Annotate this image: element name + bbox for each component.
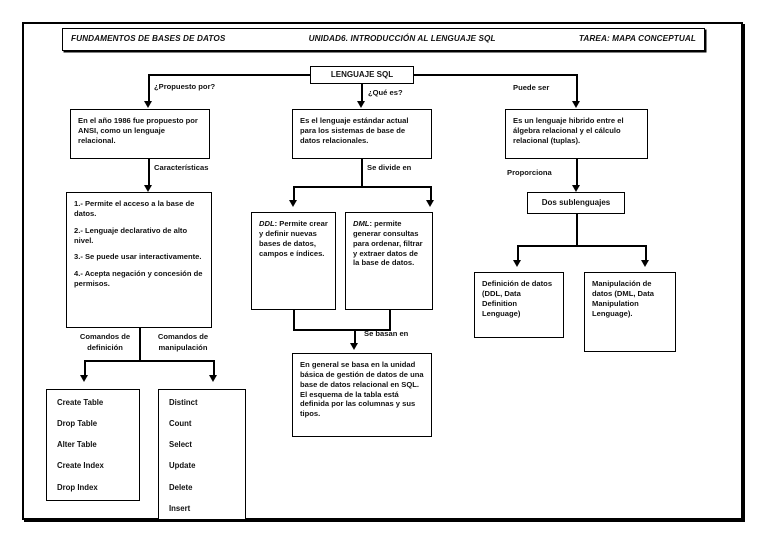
arrow-to-comandos-definicion [80, 375, 88, 382]
node-se-basan[interactable]: En general se basa en la unidad básica d… [292, 353, 432, 437]
command-item: Alter Table [57, 440, 97, 450]
node-definicion-datos[interactable]: Definición de datos (DDL, Data Definitio… [474, 272, 564, 338]
node-ddl-term: DDL [259, 219, 275, 228]
node-dml[interactable]: DML: permite generar consultas para orde… [345, 212, 433, 310]
connector-dml-drop [430, 186, 432, 202]
connector-anio-to-caracteristicas [148, 159, 150, 188]
node-lenguaje-estandar[interactable]: Es el lenguaje estándar actual para los … [292, 109, 432, 159]
node-anio-1986-text: En el año 1986 fue propuesto por ANSI, c… [78, 116, 198, 145]
label-se-divide-en: Se divide en [367, 163, 412, 172]
label-caracteristicas: Características [154, 163, 209, 172]
arrow-to-definicion-datos [513, 260, 521, 267]
command-item: Count [169, 419, 192, 429]
connector-root-bus-left [148, 74, 310, 76]
caracteristica-item: 3.- Se puede usar interactivamente. [74, 252, 202, 262]
header-banner: FUNDAMENTOS DE BASES DE DATOS UNIDAD6. I… [62, 28, 705, 51]
command-item: Create Table [57, 398, 104, 407]
command-item: Create Index [57, 461, 104, 471]
connector-ddl-down [293, 310, 295, 330]
node-lenguaje-estandar-text: Es el lenguaje estándar actual para los … [300, 116, 409, 145]
header-center: UNIDAD6. INTRODUCCIÓN AL LENGUAJE SQL [308, 34, 496, 44]
node-dml-term: DML [353, 219, 370, 228]
header-right: TAREA: MAPA CONCEPTUAL [578, 34, 696, 44]
arrow-to-lenguaje-estandar [357, 101, 365, 108]
command-item: Insert [169, 503, 191, 513]
caracteristica-item: 4.- Acepta negación y concesión de permi… [74, 269, 203, 289]
connector-root-center-drop [361, 84, 363, 104]
command-item: Drop Index [57, 482, 98, 492]
connector-caracteristicas-stem [139, 328, 141, 361]
arrow-to-manipulacion-datos [641, 260, 649, 267]
connector-manipulacion-datos-drop [645, 245, 647, 262]
connector-ddl-drop [293, 186, 295, 202]
connector-estandar-stem [361, 159, 363, 188]
arrow-to-comandos-manipulacion [209, 375, 217, 382]
node-definicion-datos-text: Definición de datos (DDL, Data Definitio… [482, 279, 553, 318]
node-anio-1986[interactable]: En el año 1986 fue propuesto por ANSI, c… [70, 109, 210, 159]
connector-definicion-datos-drop [517, 245, 519, 262]
label-que-es: ¿Qué es? [368, 88, 403, 97]
command-item: Select [169, 440, 192, 450]
label-propuesto-por: ¿Propuesto por? [154, 82, 216, 91]
node-dos-sublenguajes[interactable]: Dos sublenguajes [527, 192, 625, 214]
node-comandos-manipulacion-list[interactable]: Distinct Count Select Update Delete Inse… [158, 389, 246, 520]
node-manipulacion-datos[interactable]: Manipulación de datos (DML, Data Manipul… [584, 272, 676, 352]
connector-dml-down [389, 310, 391, 330]
caracteristica-item: 2.- Lenguaje declarativo de alto nivel. [74, 225, 188, 245]
connector-root-bus-right [414, 74, 576, 76]
command-item: Drop Table [57, 419, 98, 429]
arrow-to-ddl [289, 200, 297, 207]
node-caracteristicas[interactable]: 1.- Permite el acceso a la base de datos… [66, 192, 212, 328]
arrow-to-dos-sublenguajes [572, 185, 580, 192]
node-ddl-text: : Permite crear y definir nuevas bases d… [259, 219, 328, 258]
connector-definicion-drop [84, 360, 86, 377]
arrow-to-hibrido [572, 101, 580, 108]
label-comandos-manipulacion: Comandos de manipulación [146, 331, 220, 353]
connector-sublenguajes-stem [576, 214, 578, 246]
label-comandos-definicion-text: Comandos de definición [79, 332, 131, 352]
connector-root-right-drop [576, 74, 578, 104]
node-dml-text: : permite generar consultas para ordenar… [353, 219, 423, 268]
node-lenguaje-sql-label: LENGUAJE SQL [330, 69, 394, 79]
connector-root-left-drop [148, 74, 150, 104]
caracteristica-item: 1.- Permite el acceso a la base de datos… [74, 199, 195, 218]
connector-merge-bus [293, 329, 391, 331]
connector-divide-bus [293, 186, 431, 188]
arrow-to-dml [426, 200, 434, 207]
node-se-basan-text: En general se basa en la unidad básica d… [300, 360, 424, 419]
node-hibrido-text: Es un lenguaje hibrido entre el álgebra … [513, 116, 624, 145]
node-comandos-definicion-list[interactable]: Create Table Drop Table Alter Table Crea… [46, 389, 140, 501]
arrow-to-caracteristicas [144, 185, 152, 192]
node-hibrido[interactable]: Es un lenguaje hibrido entre el álgebra … [505, 109, 648, 159]
connector-merge-stem [354, 329, 356, 345]
label-comandos-manipulacion-text: Comandos de manipulación [157, 332, 209, 352]
connector-hibrido-stem [576, 159, 578, 187]
header-left: FUNDAMENTOS DE BASES DE DATOS [71, 34, 226, 44]
node-dos-sublenguajes-label: Dos sublenguajes [541, 197, 611, 207]
connector-caracteristicas-bus [84, 360, 214, 362]
connector-manipulacion-drop [213, 360, 215, 377]
label-comandos-definicion: Comandos de definición [73, 331, 137, 353]
node-ddl[interactable]: DDL: Permite crear y definir nuevas base… [251, 212, 336, 310]
node-lenguaje-sql[interactable]: LENGUAJE SQL [310, 66, 414, 84]
label-proporciona: Proporciona [507, 168, 552, 177]
command-item: Delete [169, 482, 193, 492]
command-item: Update [169, 461, 196, 471]
node-manipulacion-datos-text: Manipulación de datos (DML, Data Manipul… [592, 279, 655, 318]
command-item: Distinct [169, 398, 198, 407]
arrow-to-anio-1986 [144, 101, 152, 108]
connector-sublenguajes-bus [517, 245, 646, 247]
arrow-to-se-basan [350, 343, 358, 350]
label-se-basan-en: Se basan en [364, 329, 409, 338]
label-puede-ser: Puede ser [513, 83, 550, 92]
